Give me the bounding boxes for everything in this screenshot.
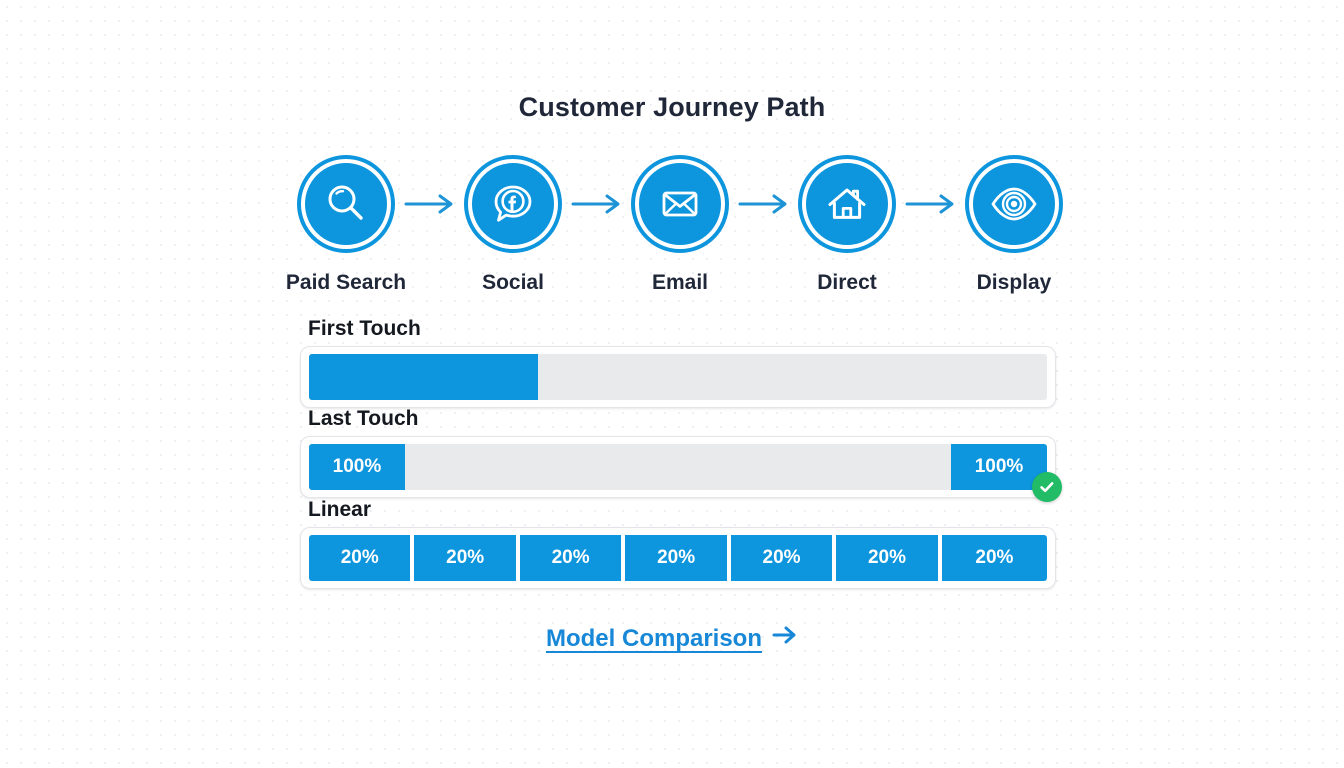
model-comparison-link[interactable]: Model Comparison (546, 624, 798, 653)
model-bar-segment: 20% (309, 535, 415, 581)
model-block-last-touch: Last Touch 100% 100% (300, 406, 1062, 502)
model-bar-segment: 20% (836, 535, 942, 581)
journey-step-direct[interactable]: Direct (801, 159, 893, 294)
model-label: Last Touch (308, 407, 419, 430)
model-bar-segment: 20% (414, 535, 520, 581)
model-bar-segment-value: 20% (867, 547, 906, 568)
check-circle-icon[interactable] (1032, 472, 1062, 502)
model-bar-segment-value: 100% (332, 456, 382, 477)
model-bar-gap (537, 354, 1047, 400)
eye-icon (969, 159, 1059, 249)
journey-path: Paid Search Social Email Direct (286, 148, 1060, 294)
journey-step-display[interactable]: Display (968, 159, 1060, 294)
arrow-right-icon (726, 189, 801, 219)
model-comparison-link-label: Model Comparison (545, 624, 762, 652)
model-bar-gap (404, 444, 952, 490)
model-bar-segment: 100% (309, 444, 405, 490)
model-label: Linear (308, 498, 372, 521)
facebook-speech-bubble-icon (468, 159, 558, 249)
magnifier-icon (301, 159, 391, 249)
journey-steps-row: Paid Search Social Email Direct (286, 148, 1060, 294)
envelope-icon (635, 159, 725, 249)
model-bar-track (309, 354, 1047, 400)
journey-step-label: Paid Search (285, 271, 407, 294)
journey-step-label: Social (482, 271, 544, 294)
model-bar[interactable]: 100% 100% (300, 436, 1056, 498)
model-bar-track: 100% 100% (309, 444, 1047, 490)
model-bar[interactable] (300, 346, 1056, 408)
model-bar-segment-value: 20% (446, 547, 485, 568)
model-block-first-touch: First Touch (300, 316, 1056, 408)
page-title: Customer Journey Path (518, 92, 826, 122)
model-bar-segment-value: 20% (657, 547, 696, 568)
arrow-right-icon (772, 624, 798, 653)
house-icon (802, 159, 892, 249)
model-bar-segment: 100% (951, 444, 1047, 490)
model-bar[interactable]: 20% 20% 20% 20% 20% 20% 20% (300, 527, 1056, 589)
model-block-linear: Linear 20% 20% 20% 20% 20% 20% 20% (300, 497, 1056, 589)
model-bar-segment-value: 20% (340, 547, 379, 568)
model-label: First Touch (308, 317, 421, 340)
journey-step-email[interactable]: Email (634, 159, 726, 294)
journey-step-social[interactable]: Social (467, 159, 559, 294)
model-bar-track: 20% 20% 20% 20% 20% 20% 20% (309, 535, 1047, 581)
arrow-right-icon (392, 189, 467, 219)
model-bar-segment-value: 20% (762, 547, 801, 568)
model-bar-segment (309, 354, 538, 400)
footer: Model Comparison (0, 624, 1344, 653)
journey-step-label: Direct (817, 271, 877, 294)
arrow-right-icon (559, 189, 634, 219)
model-bar-segment: 20% (730, 535, 837, 581)
model-bar-segment: 20% (625, 535, 731, 581)
journey-step-label: Email (651, 271, 709, 294)
model-bar-segment-value: 20% (975, 547, 1014, 568)
model-bar-segment: 20% (519, 535, 626, 581)
journey-step-paid-search[interactable]: Paid Search (286, 159, 406, 294)
model-bar-segment-value: 100% (974, 456, 1024, 477)
model-bar-segment-value: 20% (551, 547, 590, 568)
journey-step-label: Display (976, 271, 1052, 294)
model-bar-segment: 20% (941, 535, 1047, 581)
arrow-right-icon (893, 189, 968, 219)
